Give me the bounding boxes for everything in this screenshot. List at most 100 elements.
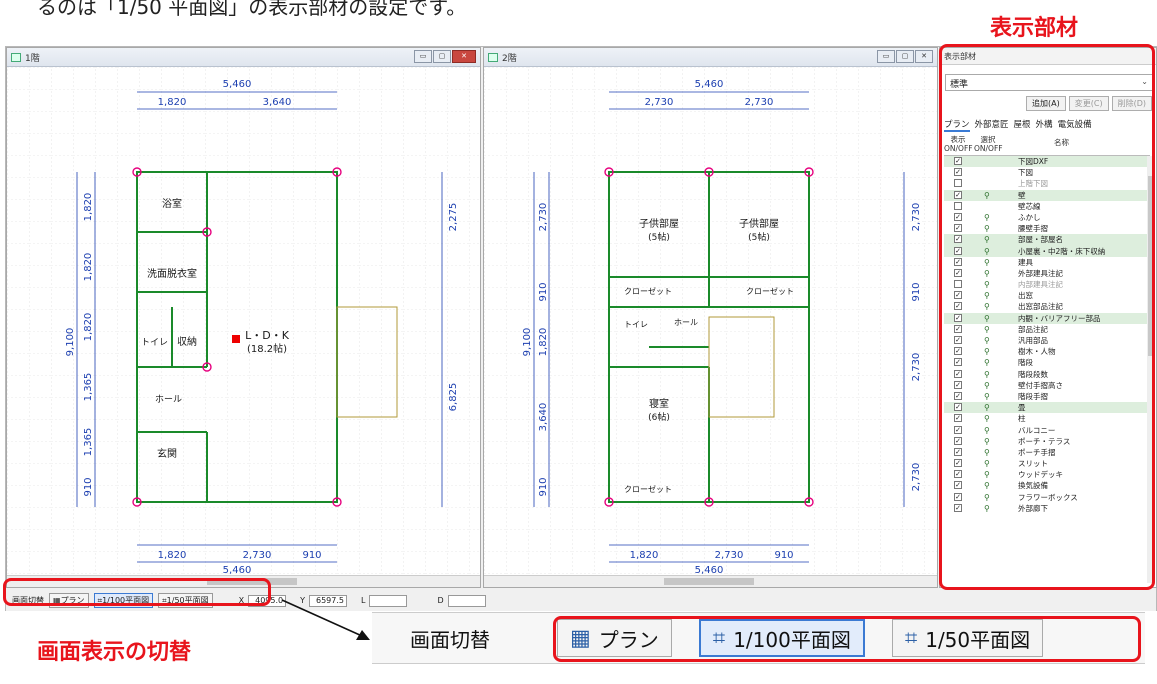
member-row[interactable]: ✓⚲壁付手摺高さ <box>944 380 1150 391</box>
member-row[interactable]: ✓⚲ポーチ手摺 <box>944 447 1150 458</box>
member-row[interactable]: ✓⚲腰壁手摺 <box>944 223 1150 234</box>
show-checkbox[interactable]: ✓ <box>954 503 962 512</box>
change-button[interactable]: 変更(C) <box>1068 96 1109 111</box>
member-row[interactable]: ✓⚲スリット <box>944 458 1150 469</box>
show-checkbox[interactable]: ✓ <box>954 470 962 479</box>
zoom-plan100-button[interactable]: ⌗1/100平面図 <box>698 619 865 657</box>
show-checkbox[interactable]: ✓ <box>954 403 962 412</box>
member-row[interactable]: ✓⚲汎用部品 <box>944 335 1150 346</box>
member-row[interactable]: ✓⚲バルコニー <box>944 425 1150 436</box>
show-checkbox[interactable]: ✓ <box>954 414 962 423</box>
member-row[interactable]: ✓⚲部品注記 <box>944 324 1150 335</box>
member-row[interactable]: ✓下図 <box>944 167 1150 178</box>
zoom-plan50-button[interactable]: ⌗1/50平面図 <box>891 619 1044 657</box>
close-button[interactable]: ✕ <box>452 50 476 63</box>
member-row[interactable]: ✓⚲階段手摺 <box>944 391 1150 402</box>
member-row[interactable]: ✓下図DXF <box>944 156 1150 168</box>
select-toggle-icon[interactable]: ⚲ <box>984 313 990 323</box>
floor2-drawing-canvas[interactable]: 5,460 2,730 2,730 1,820 2,730 910 5,460 … <box>484 67 937 575</box>
select-toggle-icon[interactable]: ⚲ <box>984 212 990 222</box>
scroll-thumb[interactable] <box>1148 176 1154 356</box>
select-toggle-icon[interactable]: ⚲ <box>984 492 990 502</box>
select-toggle-icon[interactable]: ⚲ <box>984 336 990 345</box>
show-checkbox[interactable] <box>954 179 962 188</box>
show-checkbox[interactable]: ✓ <box>954 268 962 277</box>
floor1-titlebar[interactable]: 1階 ▭ ▢ ✕ <box>7 48 480 67</box>
col-name[interactable]: 名称 <box>1054 138 1069 147</box>
select-toggle-icon[interactable]: ⚲ <box>984 380 990 390</box>
show-checkbox[interactable]: ✓ <box>954 358 962 367</box>
member-row[interactable]: ✓⚲部屋・部屋名 <box>944 234 1150 246</box>
member-row[interactable]: ✓⚲出窓 <box>944 290 1150 301</box>
show-checkbox[interactable]: ✓ <box>954 391 962 400</box>
show-checkbox[interactable]: ✓ <box>954 336 962 344</box>
show-checkbox[interactable]: ✓ <box>954 302 962 311</box>
show-checkbox[interactable]: ✓ <box>954 212 962 221</box>
member-row[interactable]: ✓⚲建具 <box>944 257 1150 268</box>
member-row[interactable]: ✓⚲階段段数 <box>944 369 1150 380</box>
select-toggle-icon[interactable]: ⚲ <box>984 324 990 334</box>
member-row[interactable]: 壁芯線 <box>944 201 1150 212</box>
member-row[interactable]: ✓⚲外部廊下 <box>944 503 1150 514</box>
member-row[interactable]: ✓⚲内観・バリアフリー部品 <box>944 312 1150 324</box>
select-toggle-icon[interactable]: ⚲ <box>984 302 990 312</box>
show-checkbox[interactable]: ✓ <box>954 246 962 255</box>
member-row[interactable]: ✓⚲小屋裏・中2階・床下収納 <box>944 245 1150 257</box>
close-button[interactable]: ✕ <box>915 50 933 63</box>
select-toggle-icon[interactable]: ⚲ <box>984 459 990 469</box>
minimize-button[interactable]: ▭ <box>877 50 895 63</box>
show-checkbox[interactable]: ✓ <box>954 425 962 434</box>
member-row[interactable]: ✓⚲畳 <box>944 402 1150 414</box>
show-checkbox[interactable]: ✓ <box>954 369 962 378</box>
show-checkbox[interactable]: ✓ <box>954 347 962 356</box>
floor1-drawing-canvas[interactable]: 5,460 1,820 3,640 1,820 2,730 910 5,460 … <box>7 67 480 575</box>
show-checkbox[interactable]: ✓ <box>954 224 962 233</box>
show-checkbox[interactable]: ✓ <box>954 459 962 468</box>
member-row[interactable]: 上階下図 <box>944 178 1150 189</box>
select-toggle-icon[interactable]: ⚲ <box>984 414 990 424</box>
member-row[interactable]: ✓⚲ふかし <box>944 212 1150 223</box>
show-checkbox[interactable]: ✓ <box>954 481 962 490</box>
delete-button[interactable]: 削除(D) <box>1111 96 1152 111</box>
select-toggle-icon[interactable]: ⚲ <box>984 436 990 446</box>
member-row[interactable]: ✓⚲出窓部品注記 <box>944 301 1150 312</box>
select-toggle-icon[interactable]: ⚲ <box>984 425 990 435</box>
minimize-button[interactable]: ▭ <box>414 50 432 63</box>
members-vscrollbar[interactable] <box>1147 156 1155 583</box>
select-toggle-icon[interactable]: ⚲ <box>984 503 990 513</box>
member-row[interactable]: ✓⚲柱 <box>944 413 1150 424</box>
show-checkbox[interactable]: ✓ <box>954 313 962 322</box>
member-row[interactable]: ✓⚲換気設備 <box>944 480 1150 491</box>
show-checkbox[interactable] <box>954 280 962 289</box>
select-toggle-icon[interactable]: ⚲ <box>984 291 990 301</box>
select-toggle-icon[interactable]: ⚲ <box>984 481 990 491</box>
select-toggle-icon[interactable]: ⚲ <box>984 403 990 413</box>
floor2-titlebar[interactable]: 2階 ▭ ▢ ✕ <box>484 48 937 67</box>
tab-exterior-design[interactable]: 外部意匠 <box>974 120 1009 130</box>
select-toggle-icon[interactable]: ⚲ <box>984 391 990 401</box>
show-checkbox[interactable]: ✓ <box>954 157 962 165</box>
select-toggle-icon[interactable]: ⚲ <box>984 358 990 368</box>
tab-electrical[interactable]: 電気設備 <box>1057 120 1092 130</box>
member-row[interactable]: ✓⚲ウッドデッキ <box>944 469 1150 480</box>
show-checkbox[interactable]: ✓ <box>954 492 962 501</box>
maximize-button[interactable]: ▢ <box>896 50 914 63</box>
member-row[interactable]: ✓⚲フラワーボックス <box>944 492 1150 503</box>
show-checkbox[interactable]: ✓ <box>954 257 962 266</box>
select-toggle-icon[interactable]: ⚲ <box>984 280 990 290</box>
select-toggle-icon[interactable]: ⚲ <box>984 470 990 480</box>
floor2-hscrollbar[interactable] <box>484 575 937 587</box>
select-toggle-icon[interactable]: ⚲ <box>984 447 990 457</box>
select-toggle-icon[interactable]: ⚲ <box>984 246 990 256</box>
show-checkbox[interactable]: ✓ <box>954 190 962 199</box>
select-toggle-icon[interactable]: ⚲ <box>984 235 990 245</box>
add-button[interactable]: 追加(A) <box>1026 96 1066 111</box>
member-row[interactable]: ✓⚲ポーチ・テラス <box>944 436 1150 447</box>
member-row[interactable]: ⚲内部建具注記 <box>944 279 1150 290</box>
select-toggle-icon[interactable]: ⚲ <box>984 268 990 278</box>
show-checkbox[interactable]: ✓ <box>954 447 962 456</box>
show-checkbox[interactable]: ✓ <box>954 168 962 177</box>
member-row[interactable]: ✓⚲外部建具注記 <box>944 268 1150 279</box>
scroll-thumb[interactable] <box>664 578 754 585</box>
member-row[interactable]: ✓⚲樹木・人物 <box>944 346 1150 357</box>
